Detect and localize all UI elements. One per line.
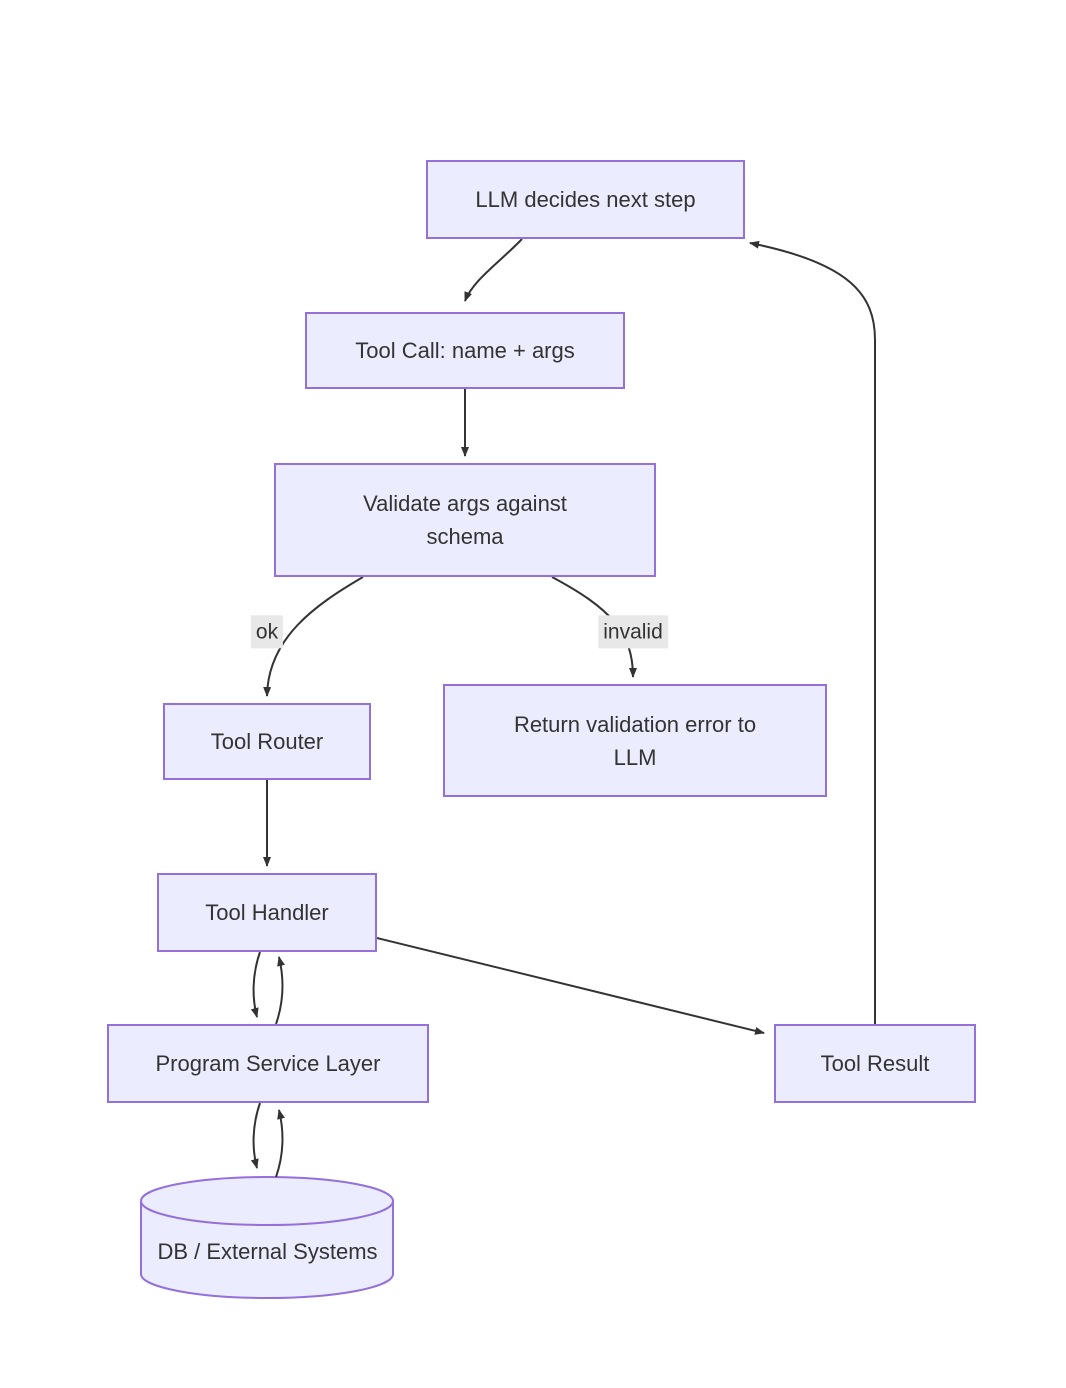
node-label: DB / External Systems — [157, 1239, 378, 1264]
edge-service-to-db — [250, 1102, 261, 1169]
node-program-service-layer: Program Service Layer — [107, 1024, 429, 1103]
node-label: Tool Handler — [205, 900, 329, 925]
node-label: LLM decides next step — [475, 187, 696, 212]
edge-llm-to-toolcall — [464, 238, 523, 302]
node-validate-args: Validate args against schema — [274, 463, 656, 577]
edge-handler-to-service — [250, 951, 261, 1018]
edge-label-ok: ok — [250, 615, 284, 649]
node-label: Return validation error to — [513, 711, 757, 737]
edge-label-invalid: invalid — [598, 615, 668, 649]
node-label: Tool Router — [210, 729, 324, 754]
node-label: Program Service Layer — [155, 1051, 381, 1076]
node-label: Validate args against — [363, 491, 567, 516]
db-cylinder-shape — [140, 1176, 394, 1299]
node-llm-decides-next-step: LLM decides next step — [426, 160, 745, 239]
node-return-validation-error: Return validation error to LLM — [443, 684, 827, 797]
db-cylinder-top — [140, 1176, 394, 1226]
edge-handler-to-result — [376, 937, 765, 1035]
edge-result-to-llm — [749, 240, 876, 1024]
node-label-line2: LLM — [613, 744, 657, 770]
node-tool-result: Tool Result — [774, 1024, 976, 1103]
node-tool-router: Tool Router — [163, 703, 371, 780]
edge-service-to-handler — [275, 956, 285, 1025]
node-tool-call: Tool Call: name + args — [305, 312, 625, 389]
edge-db-to-service — [275, 1109, 285, 1178]
node-tool-handler: Tool Handler — [157, 873, 377, 952]
node-label-line2: schema — [426, 524, 504, 549]
node-db-external-systems: DB / External Systems — [142, 1231, 393, 1273]
db-cylinder-body — [140, 1201, 394, 1299]
node-label: Tool Call: name + args — [355, 338, 575, 363]
edge-validate-ok-to-router — [263, 576, 364, 697]
node-label: Tool Result — [820, 1051, 930, 1076]
